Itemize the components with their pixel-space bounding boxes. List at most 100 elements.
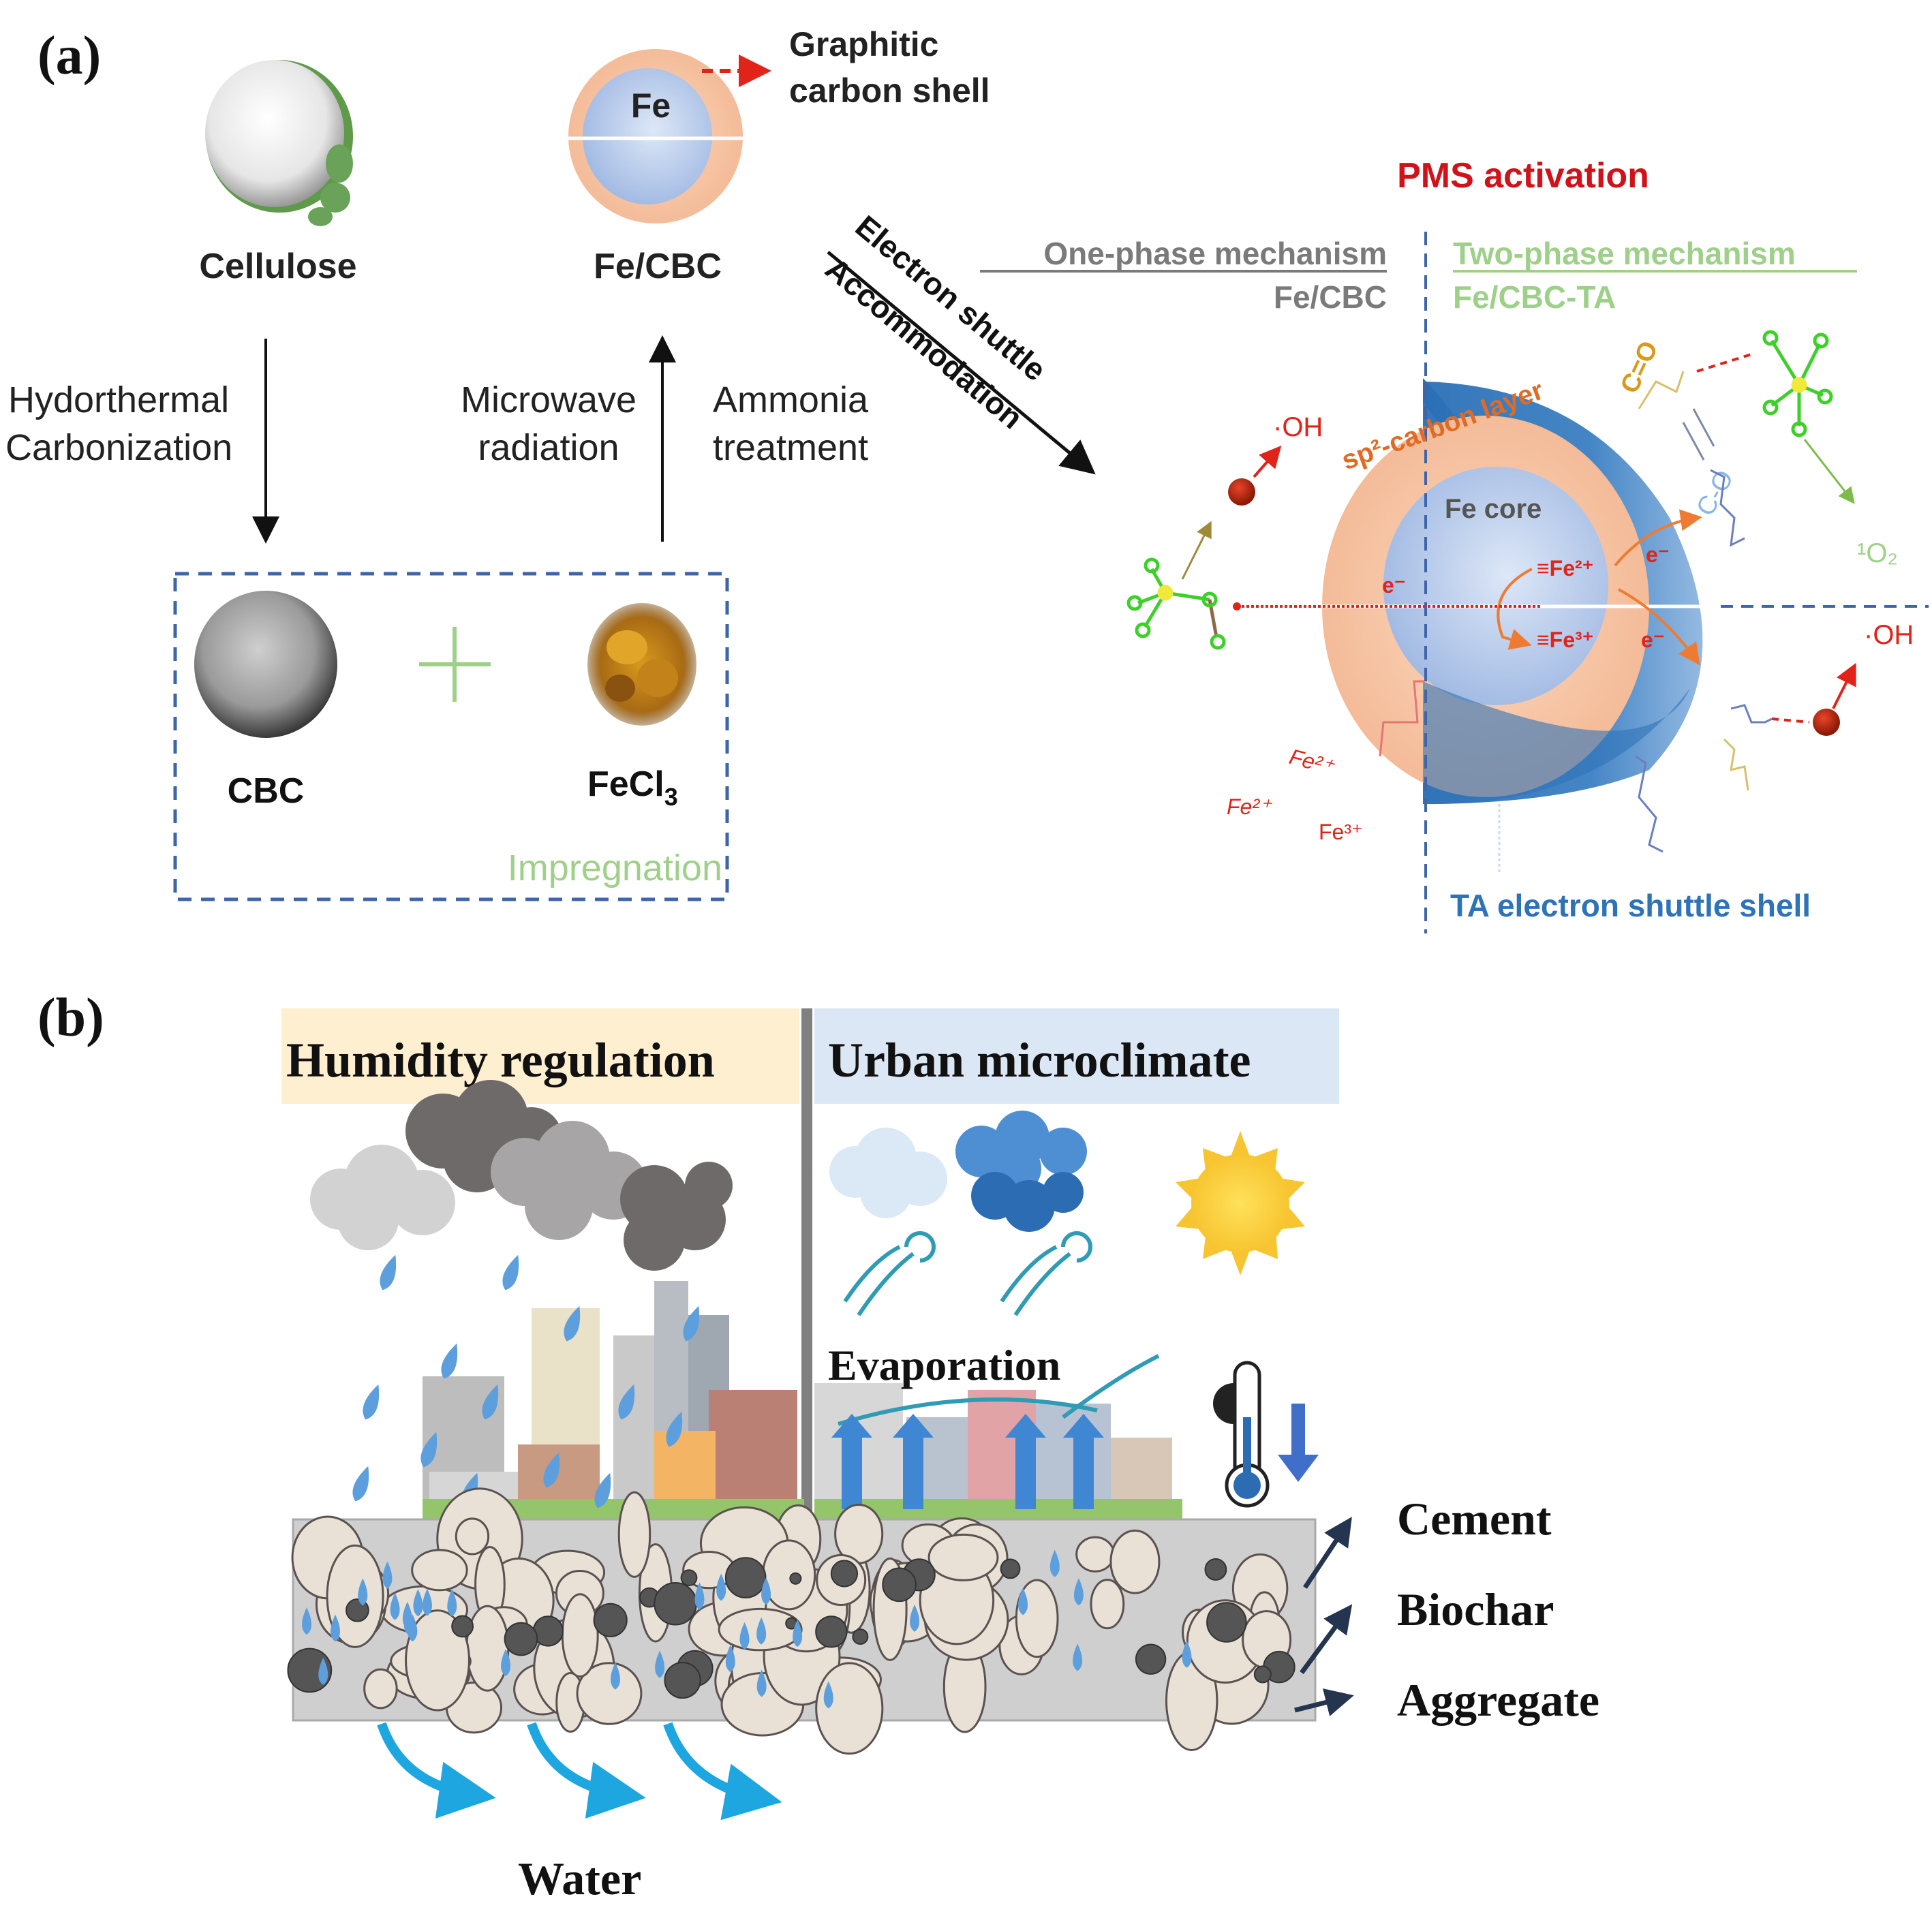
two-phase-material: Fe/CBC-TA [1453,279,1616,315]
biochar-particle [654,1582,697,1626]
humidity-regulation-title: Humidity regulation [286,1033,715,1087]
pms-to-radical-arrow [1181,521,1212,580]
pore-water-drop [725,1645,735,1673]
biochar-particle [724,1557,767,1598]
pore-water-drop [318,1657,328,1685]
oh-radical-left: ·OH [1273,412,1323,442]
biochar-pointer-arrow [1300,1604,1353,1675]
biochar-particle [1135,1643,1167,1675]
fe-core-text: Fe core [1445,494,1542,524]
pore-water-drop [501,1649,511,1677]
water-flow-arrow [527,1722,646,1819]
biochar-particle [852,1628,869,1645]
cement-pointer-arrow [1303,1517,1352,1589]
raindrop [482,1384,499,1420]
pore-water-drop [610,1662,620,1690]
radical-ball-right-icon [1813,709,1840,736]
fe-cbc-particle-icon [568,49,743,223]
one-phase-title: One-phase mechanism [1043,236,1387,271]
water-label: Water [518,1853,641,1904]
electron-label-3: e⁻ [1382,573,1406,598]
pore-water-drop [390,1592,400,1620]
pore-water-drop [330,1614,340,1642]
pore-water-drop [761,1577,771,1605]
pore-water-drop [447,1589,457,1617]
fe3-plus-label: ≡Fe³⁺ [1537,628,1594,652]
panel-b-divider [801,1008,812,1519]
fe2-plus-label: ≡Fe²⁺ [1537,556,1594,581]
raindrop [666,1411,683,1447]
aggregate-particle [576,1662,643,1725]
evaporation-arrow [1005,1414,1046,1509]
raindrop [618,1384,635,1420]
aggregate-particle [1075,1536,1116,1573]
biochar-label: Biochar [1397,1583,1554,1635]
aggregate-particle [1090,1579,1125,1630]
ammonia-label-1: Ammonia [713,380,869,420]
pore-water-drop [403,1607,414,1635]
water-flow-arrow [663,1722,782,1821]
pore-water-drop [1049,1549,1060,1577]
shell-chain [1635,755,1663,853]
pore-water-drop [358,1578,368,1606]
electron-label-2: e⁻ [1641,628,1665,652]
pore-water-drop [756,1617,767,1645]
radical-ball-left-icon [1228,478,1255,506]
pore-water-drop [756,1669,767,1697]
leached-ion-3: Fe³⁺ [1319,820,1363,844]
pore-water-drop [1073,1643,1083,1671]
panel-b: (b) Humidity regulation Urban microclima… [37,988,1599,1904]
biochar-particle [504,1622,538,1656]
rain-clouds-icon [310,1080,733,1271]
electron-shuttle-arrow [827,251,1096,475]
radical-arrow-right [1832,662,1856,709]
fecl3-label: FeCl3 [587,764,678,811]
city-skyline-right-icon [814,1383,1182,1519]
microwave-label-1: Microwave [461,380,637,420]
biochar-particles [287,1557,1295,1699]
humidity-header-bg [281,1008,799,1104]
hydrothermal-label-2: Carbonization [5,427,232,468]
pore-water-drop [413,1589,423,1617]
electron-exchange-arrows-upper [1682,408,1715,461]
leaching-path [1379,680,1424,757]
aggregate-particle [411,1549,468,1592]
electron-out-arrow-lower [1618,588,1700,666]
aggregate-particle [1109,1529,1161,1594]
electron-transfer-end [1233,602,1241,610]
pore-water-drop [823,1681,833,1709]
urban-microclimate-title: Urban microclimate [828,1033,1251,1087]
radical-arrow-left [1253,445,1282,478]
ta-shell-label: TA electron shuttle shell [1450,888,1811,923]
raindrops [352,1254,700,1509]
sun-icon [1176,1131,1305,1275]
electron-label-1: e⁻ [1646,542,1670,567]
aggregate-particle [617,1491,651,1578]
biochar-particle [532,1615,564,1647]
c-double-o-label: C=O [1615,337,1664,398]
raindrop [543,1452,560,1488]
pore-water-drop [655,1650,665,1678]
biochar-particle [1206,1602,1247,1643]
raindrop [502,1254,519,1290]
raindrop [683,1305,700,1342]
singlet-oxygen-arrow [1803,439,1855,504]
two-phase-title: Two-phase mechanism [1453,236,1796,271]
carbonyl-chain [1638,371,1685,409]
pore-water-drop [910,1604,920,1632]
evaporation-arrows [831,1414,1104,1509]
evaporation-arrow [893,1414,934,1509]
aggregate-particle [561,1593,599,1678]
biochar-particle [1253,1665,1272,1684]
aggregate-particle [465,1605,510,1692]
pms-activation-title: PMS activation [1397,156,1649,196]
c-o-label: C-O [1691,465,1739,521]
cement-label: Cement [1397,1493,1552,1545]
hydroxyl-chain [1710,469,1745,547]
graphitic-label-1: Graphitic [789,25,938,63]
biochar-particle [451,1615,474,1638]
cellulose-icon [205,60,353,226]
urban-header-bg [814,1008,1339,1104]
aggregate-particle [815,1662,884,1755]
wind-swirl-icons [838,1231,1160,1426]
